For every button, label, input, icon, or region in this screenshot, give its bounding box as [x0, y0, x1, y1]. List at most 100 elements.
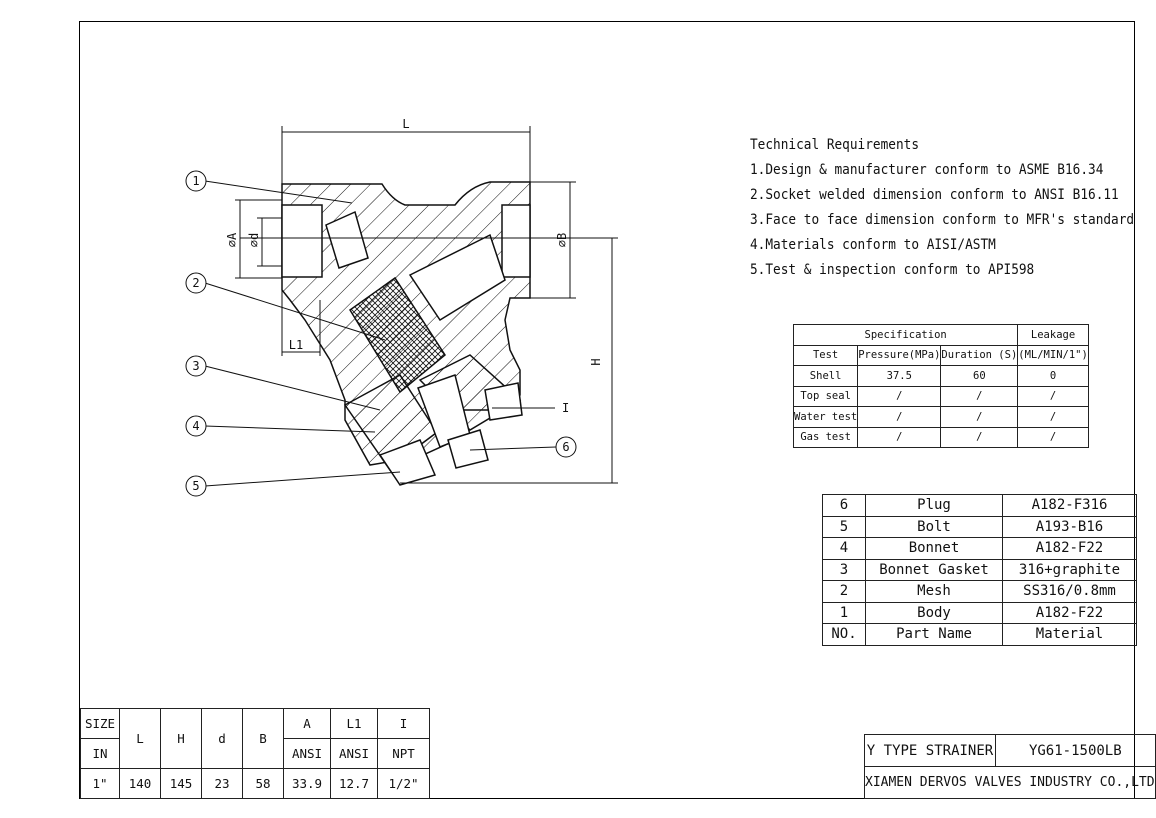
dims-col-H: H	[160, 708, 202, 769]
tech-heading: Technical Requirements	[750, 137, 920, 153]
parts-list-table: 6 Plug A182-F316 5 Bolt A193-B16 4 Bonne…	[822, 494, 1137, 646]
dim-L-label: L	[402, 117, 409, 131]
title-name: Y TYPE STRAINER	[864, 734, 996, 767]
part-no: 3	[822, 558, 866, 581]
title-company: XIAMEN DERVOS VALVES INDUSTRY CO.,LTD	[864, 766, 1156, 799]
spec-col-leakage: (ML/MIN/1")	[1017, 344, 1089, 366]
dims-a-sub: ANSI	[283, 738, 331, 769]
dims-cell: 1"	[80, 768, 120, 799]
spec-cell: /	[857, 385, 942, 407]
part-no: 5	[822, 515, 866, 538]
part-no: 1	[822, 601, 866, 624]
balloon-2: 2	[192, 276, 199, 290]
spec-cell: /	[940, 426, 1019, 448]
table-row: 1" 140 145 23 58 33.9 12.7 1/2"	[80, 768, 430, 799]
balloon-6: 6	[562, 440, 569, 454]
balloon-3: 3	[192, 359, 199, 373]
dim-I-label: I	[562, 401, 569, 415]
part-material: A182-F22	[1002, 601, 1137, 624]
part-material: 316+graphite	[1002, 558, 1137, 581]
dims-col-B: B	[242, 708, 284, 769]
technical-requirements: Technical Requirements 1.Design & manufa…	[750, 133, 1134, 283]
spec-cell: Gas test	[792, 426, 859, 448]
spec-cell: /	[1017, 426, 1089, 448]
balloon-1: 1	[192, 174, 199, 188]
part-name: Bonnet Gasket	[865, 558, 1003, 581]
part-name: Bonnet	[865, 537, 1003, 560]
part-name: Body	[865, 601, 1003, 624]
spec-cell: 37.5	[857, 365, 942, 387]
table-row: 4 Bonnet A182-F22	[822, 537, 1137, 560]
parts-header-material: Material	[1002, 623, 1137, 646]
dims-cell: 145	[160, 768, 202, 799]
balloon-5: 5	[192, 479, 199, 493]
dim-L1-label: L1	[289, 338, 303, 352]
dimension-lines	[235, 126, 618, 484]
dims-l1-sub: ANSI	[330, 738, 378, 769]
spec-cell: /	[1017, 385, 1089, 407]
balloon-labels: 1 2 3 4 5 6	[192, 174, 569, 493]
part-material: A193-B16	[1002, 515, 1137, 538]
part-name: Plug	[865, 494, 1003, 517]
tech-item: 1.Design & manufacturer conform to ASME …	[750, 162, 1104, 178]
dims-cell: 58	[242, 768, 284, 799]
tech-item: 2.Socket welded dimension conform to ANS…	[750, 187, 1119, 203]
spec-col-test: Test	[792, 344, 859, 366]
tech-item: 3.Face to face dimension conform to MFR'…	[750, 212, 1135, 228]
dims-col-I: I	[377, 708, 430, 739]
part-name: Bolt	[865, 515, 1003, 538]
dim-B-label: ⌀B	[555, 233, 569, 247]
dims-in-label: IN	[80, 738, 120, 769]
dims-col-A: A	[283, 708, 331, 739]
table-header-row: NO. Part Name Material	[822, 623, 1137, 646]
spec-cell: Water test	[792, 406, 859, 428]
dim-A-label: ⌀A	[225, 232, 239, 247]
table-row: 2 Mesh SS316/0.8mm	[822, 580, 1137, 603]
table-row: Water test / / /	[792, 406, 1089, 428]
title-block: Y TYPE STRAINER YG61-1500LB XIAMEN DERVO…	[864, 734, 1156, 799]
tech-item: 5.Test & inspection conform to API598	[750, 262, 1035, 278]
dims-cell: 12.7	[330, 768, 378, 799]
dims-cell: 140	[119, 768, 161, 799]
table-row: 6 Plug A182-F316	[822, 494, 1137, 517]
dim-H-label: H	[589, 358, 603, 365]
dims-col-L: L	[119, 708, 161, 769]
dims-i-sub: NPT	[377, 738, 430, 769]
spec-cell: 60	[940, 365, 1019, 387]
spec-cell: 0	[1017, 365, 1089, 387]
strainer-body	[281, 181, 531, 486]
title-model: YG61-1500LB	[995, 734, 1156, 767]
dimension-labels: L L1 H ⌀A ⌀d ⌀B I	[225, 117, 603, 415]
dims-cell: 33.9	[283, 768, 331, 799]
part-material: SS316/0.8mm	[1002, 580, 1137, 603]
balloons	[185, 170, 577, 497]
table-row: 3 Bonnet Gasket 316+graphite	[822, 558, 1137, 581]
dim-d-label: ⌀d	[247, 233, 261, 247]
specification-table: Specification Leakage Test Pressure(MPa)…	[792, 324, 1089, 448]
dims-size-label: SIZE	[80, 708, 120, 739]
dimensions-table: SIZE L H d B A L1 I IN ANSI ANSI NPT 1" …	[80, 708, 430, 799]
table-row: Gas test / / /	[792, 426, 1089, 448]
spec-cell: /	[857, 406, 942, 428]
part-material: A182-F316	[1002, 494, 1137, 517]
tech-item: 4.Materials conform to AISI/ASTM	[750, 237, 996, 253]
parts-header-no: NO.	[822, 623, 866, 646]
spec-cell: /	[940, 385, 1019, 407]
table-row: Top seal / / /	[792, 385, 1089, 407]
spec-cell: /	[857, 426, 942, 448]
table-row: 1 Body A182-F22	[822, 601, 1137, 624]
parts-header-name: Part Name	[865, 623, 1003, 646]
spec-col-duration: Duration (S)	[940, 344, 1019, 366]
dims-col-d: d	[201, 708, 243, 769]
dims-col-L1: L1	[330, 708, 378, 739]
spec-col-pressure: Pressure(MPa)	[857, 344, 942, 366]
spec-cell: /	[940, 406, 1019, 428]
drawing-frame	[79, 21, 1135, 799]
balloon-4: 4	[192, 419, 199, 433]
table-row: Shell 37.5 60 0	[792, 365, 1089, 387]
dims-cell: 1/2"	[377, 768, 430, 799]
part-no: 2	[822, 580, 866, 603]
spec-header-leakage: Leakage	[1017, 324, 1089, 346]
spec-cell: Shell	[792, 365, 859, 387]
